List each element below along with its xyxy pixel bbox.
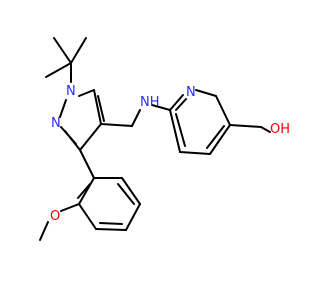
bond (59, 99, 67, 118)
bond (151, 104, 171, 111)
bond (260, 126, 271, 133)
bond-layer (39, 37, 271, 241)
bond (131, 109, 141, 127)
bond (45, 62, 72, 78)
bond (78, 177, 95, 205)
bond (77, 183, 91, 199)
atom-n1-label: N (66, 84, 76, 99)
bond (53, 37, 72, 64)
bond (97, 95, 105, 122)
bond (121, 177, 141, 205)
bond (79, 149, 95, 179)
bond (125, 203, 141, 231)
bond (117, 183, 135, 205)
bond (39, 221, 49, 241)
bond (78, 203, 97, 230)
molecule-diagram: N N NH N OH O (39, 37, 290, 241)
bond (93, 89, 102, 125)
bond (100, 123, 133, 127)
bond (60, 126, 77, 145)
atom-labels: N N NH N OH O (50, 84, 290, 224)
atom-oh-label: OH (270, 122, 290, 137)
bond (169, 109, 181, 153)
bond (175, 113, 186, 147)
bond (169, 94, 184, 111)
bond (175, 98, 187, 111)
bond (95, 228, 127, 231)
bond (215, 95, 231, 126)
bond (179, 151, 211, 155)
atom-n2-label: N (51, 116, 61, 131)
bond (99, 222, 123, 225)
atom-ome-label: O (50, 209, 60, 224)
bond (70, 37, 87, 64)
bond (206, 125, 225, 149)
atom-pyridine-n-label: N (186, 85, 196, 100)
bond (229, 124, 262, 128)
bond (78, 89, 95, 97)
bond (79, 123, 102, 151)
atom-nh-label: NH (140, 95, 160, 110)
bond (60, 203, 80, 212)
bond (209, 124, 231, 155)
bond (195, 89, 217, 97)
